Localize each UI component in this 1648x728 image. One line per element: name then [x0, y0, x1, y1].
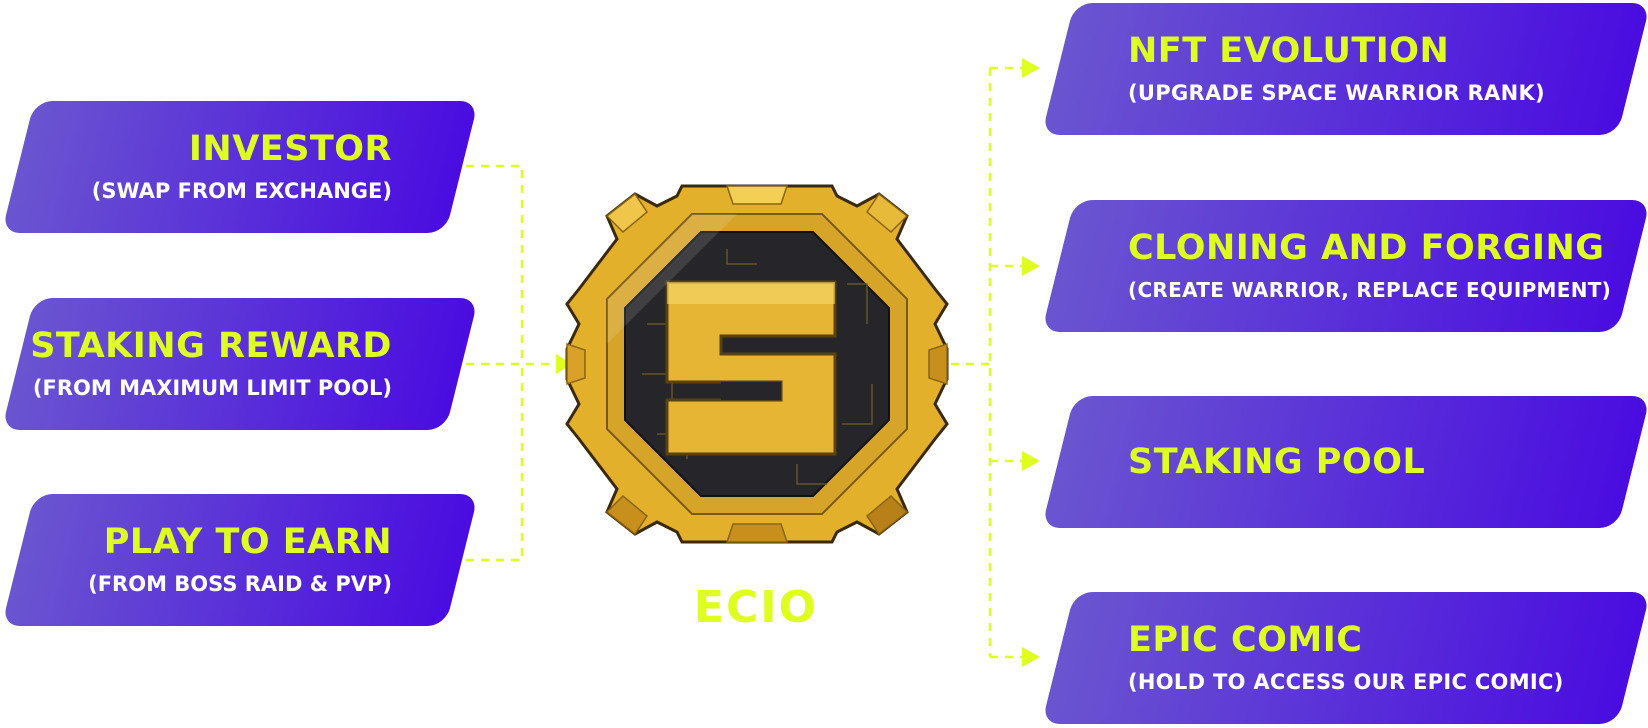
source-title-staking-reward: STAKING REWARD [30, 326, 392, 366]
use-card-staking-pool: STAKING POOL [1041, 396, 1648, 528]
use-subtitle-epic-comic: (HOLD TO ACCESS OUR EPIC COMIC) [1128, 670, 1564, 694]
use-title-nft-evolution: NFT EVOLUTION [1128, 31, 1450, 71]
source-card-staking-reward: STAKING REWARD (FROM MAXIMUM LIMIT POOL) [1, 298, 479, 430]
arrowhead-nft-evolution [1022, 58, 1040, 78]
source-subtitle-staking-reward: (FROM MAXIMUM LIMIT POOL) [32, 376, 392, 400]
use-card-epic-comic: EPIC COMIC (HOLD TO ACCESS OUR EPIC COMI… [1041, 592, 1648, 724]
ecio-label: ECIO [693, 582, 819, 633]
use-card-cloning-and-forging: CLONING AND FORGING (CREATE WARRIOR, REP… [1041, 200, 1648, 332]
use-subtitle-nft-evolution: (UPGRADE SPACE WARRIOR RANK) [1128, 81, 1545, 105]
use-subtitle-cloning-and-forging: (CREATE WARRIOR, REPLACE EQUIPMENT) [1128, 278, 1612, 302]
source-title-investor: INVESTOR [188, 129, 392, 169]
use-title-cloning-and-forging: CLONING AND FORGING [1128, 228, 1605, 268]
arrowhead-cloning [1022, 256, 1040, 276]
arrowhead-staking-pool [1022, 451, 1040, 471]
source-subtitle-play-to-earn: (FROM BOSS RAID & PVP) [88, 572, 392, 596]
arrowhead-coin [556, 354, 572, 374]
source-card-investor: INVESTOR (SWAP FROM EXCHANGE) [1, 101, 479, 233]
use-title-epic-comic: EPIC COMIC [1128, 620, 1363, 660]
connector-play-to-earn [466, 364, 524, 562]
source-subtitle-investor: (SWAP FROM EXCHANGE) [91, 179, 392, 203]
source-card-play-to-earn: PLAY TO EARN (FROM BOSS RAID & PVP) [1, 494, 479, 626]
use-card-nft-evolution: NFT EVOLUTION (UPGRADE SPACE WARRIOR RAN… [1041, 3, 1648, 135]
use-title-staking-pool: STAKING POOL [1128, 442, 1426, 482]
connector-investor [466, 164, 524, 364]
source-title-play-to-earn: PLAY TO EARN [103, 522, 392, 562]
ecio-coin-icon [565, 184, 949, 544]
arrowhead-epic-comic [1022, 647, 1040, 667]
